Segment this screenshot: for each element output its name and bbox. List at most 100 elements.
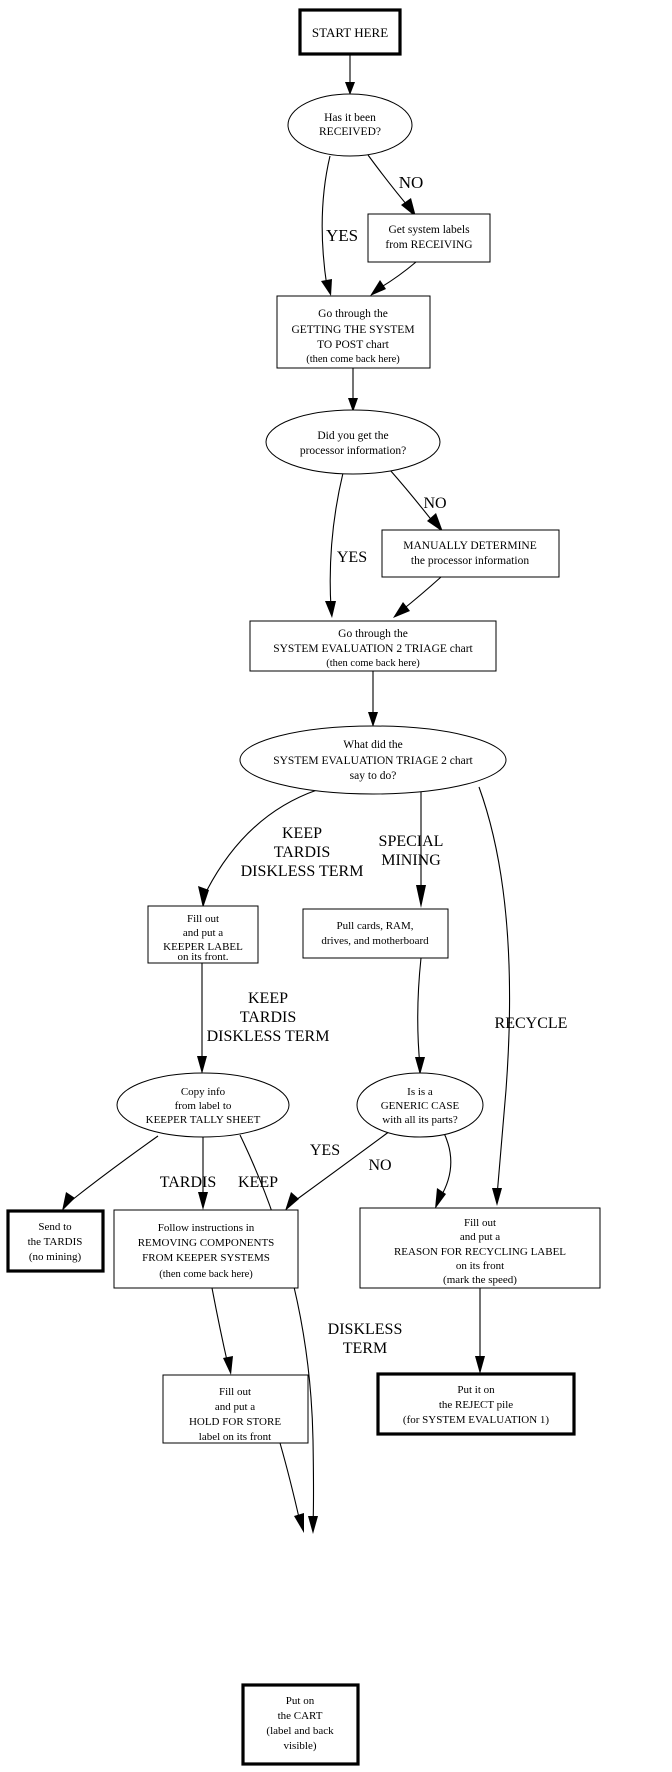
node-keeper-label-shape xyxy=(147,905,259,964)
node-received-question-shape xyxy=(287,93,413,157)
node-removing-components-line-3: (then come back here) xyxy=(159,1269,253,1280)
node-sys-eval-2-shape xyxy=(249,620,497,672)
edges-layer xyxy=(62,54,511,1534)
node-start-line-0: START HERE xyxy=(312,25,388,40)
node-keeper-label-line-0: Fill out xyxy=(187,913,219,925)
arrowhead-post-to-processor xyxy=(348,398,358,412)
node-sys-eval-2[interactable]: Go through the SYSTEM EVALUATION 2 TRIAG… xyxy=(249,620,497,672)
node-recycling-label[interactable]: Fill out and put a REASON FOR RECYCLING … xyxy=(359,1207,601,1289)
node-put-on-cart-shape xyxy=(241,1683,360,1766)
arrowhead-hold-to-cart xyxy=(294,1513,304,1533)
edge-pullparts-to-generic xyxy=(417,957,422,1067)
node-removing-components-line-1: REMOVING COMPONENTS xyxy=(138,1237,275,1249)
edge-received-yes xyxy=(321,155,331,288)
arrowhead-triage-to-pullparts xyxy=(416,885,426,908)
arrowhead-triage-recycle xyxy=(492,1188,502,1206)
arrowhead-received-yes xyxy=(321,279,332,296)
arrowhead-pullparts-to-generic xyxy=(415,1057,425,1075)
node-triage-question[interactable]: What did the SYSTEM EVALUATION TRIAGE 2 … xyxy=(239,725,507,795)
node-keeper-label-line-1: and put a xyxy=(183,927,223,939)
node-get-labels-shape xyxy=(367,213,491,263)
node-hold-for-store[interactable]: Fill out and put a HOLD FOR STORE label … xyxy=(162,1374,309,1444)
node-removing-components[interactable]: Follow instructions in REMOVING COMPONEN… xyxy=(113,1209,299,1289)
node-reject-pile[interactable]: Put it on the REJECT pile (for SYSTEM EV… xyxy=(376,1372,576,1436)
node-triage-question-line-2: say to do? xyxy=(350,770,397,782)
arrowhead-getlabels-to-post xyxy=(370,280,386,296)
arrowhead-removing-to-hold xyxy=(223,1356,233,1375)
edge-label-processor-no: NO xyxy=(423,495,446,512)
node-getting-to-post-shape xyxy=(276,295,431,369)
edge-label-keep2-line-1: TARDIS xyxy=(240,1009,297,1026)
edge-label-generic-yes: YES xyxy=(310,1142,340,1159)
edge-label-triage-keep-line-0: KEEP xyxy=(282,825,322,842)
node-triage-question-line-1: SYSTEM EVALUATION TRIAGE 2 chart xyxy=(273,755,473,767)
node-pull-parts-line-1: drives, and motherboard xyxy=(321,935,429,947)
edge-label-tally-tardis: TARDIS xyxy=(160,1174,217,1191)
arrowhead-tally-tardis xyxy=(62,1192,75,1211)
node-processor-question-shape xyxy=(265,409,441,475)
edge-label-special-mining-line-1: MINING xyxy=(381,852,441,869)
node-manually-determine[interactable]: MANUALLY DETERMINE the processor informa… xyxy=(381,529,560,578)
arrowhead-triage-to-keeper xyxy=(198,886,209,908)
node-pull-parts-shape xyxy=(302,908,449,959)
edge-getlabels-to-post xyxy=(377,261,417,290)
node-pull-parts[interactable]: Pull cards, RAM, drives, and motherboard xyxy=(302,908,449,959)
edge-label-keep2-line-2: DISKLESS TERM xyxy=(207,1028,330,1045)
node-triage-question-shape xyxy=(239,725,507,795)
node-processor-question[interactable]: Did you get the processor information? xyxy=(265,409,441,475)
node-recycling-label-line-0: Fill out xyxy=(464,1217,496,1229)
node-generic-case-question-shape xyxy=(356,1072,484,1138)
arrowhead-tally-diskless xyxy=(308,1516,318,1534)
node-received-question-line-1: RECEIVED? xyxy=(319,126,381,138)
node-hold-for-store-line-3: label on its front xyxy=(199,1431,271,1443)
edge-hold-to-cart xyxy=(279,1442,301,1523)
edge-label-recycle: RECYCLE xyxy=(495,1015,568,1032)
edge-label-diskless-line-1: TERM xyxy=(343,1340,387,1357)
arrowhead-manually-to-syseval xyxy=(393,602,410,618)
node-received-question[interactable]: Has it been RECEIVED? xyxy=(287,93,413,157)
node-sys-eval-2-line-2: (then come back here) xyxy=(326,658,420,669)
node-processor-question-line-1: processor information? xyxy=(300,445,406,457)
arrowhead-start-to-received xyxy=(345,82,355,95)
node-getting-to-post-line-3: (then come back here) xyxy=(306,354,400,365)
node-hold-for-store-line-2: HOLD FOR STORE xyxy=(189,1416,281,1428)
node-tally-sheet[interactable]: Copy info from label to KEEPER TALLY SHE… xyxy=(116,1072,290,1138)
arrowhead-recycle-to-reject xyxy=(475,1356,485,1374)
node-recycling-label-line-2: REASON FOR RECYCLING LABEL xyxy=(394,1246,566,1258)
node-get-labels[interactable]: Get system labels from RECEIVING xyxy=(367,213,491,263)
node-triage-question-line-0: What did the xyxy=(343,739,402,751)
node-put-on-cart[interactable]: Put on the CART (label and back visible) xyxy=(241,1683,360,1766)
node-tally-sheet-line-1: from label to xyxy=(175,1100,232,1112)
edge-tally-diskless xyxy=(239,1134,315,1526)
arrowhead-processor-yes xyxy=(325,601,336,618)
edge-label-generic-no: NO xyxy=(368,1157,391,1174)
node-send-tardis-line-2: (no mining) xyxy=(29,1251,82,1263)
node-getting-to-post[interactable]: Go through the GETTING THE SYSTEM TO POS… xyxy=(276,295,431,369)
node-start-shape xyxy=(298,8,402,56)
node-generic-case-question-line-0: Is is a xyxy=(407,1086,433,1098)
node-put-on-cart-line-3: visible) xyxy=(284,1740,317,1752)
node-manually-determine-line-0: MANUALLY DETERMINE xyxy=(403,540,537,552)
node-reject-pile-shape xyxy=(376,1372,576,1436)
node-generic-case-question[interactable]: Is is a GENERIC CASE with all its parts? xyxy=(356,1072,484,1138)
node-send-tardis-line-1: the TARDIS xyxy=(28,1236,83,1248)
node-send-tardis[interactable]: Send to the TARDIS (no mining) xyxy=(6,1209,105,1273)
edge-label-diskless-line-0: DISKLESS xyxy=(328,1321,403,1338)
node-removing-components-line-2: FROM KEEPER SYSTEMS xyxy=(142,1252,270,1264)
edge-label-processor-yes: YES xyxy=(337,549,367,566)
node-tally-sheet-line-0: Copy info xyxy=(181,1086,226,1098)
node-keeper-label-line-2: KEEPER LABEL xyxy=(163,941,243,953)
node-tally-sheet-shape xyxy=(116,1072,290,1138)
node-generic-case-question-line-1: GENERIC CASE xyxy=(381,1100,460,1112)
node-get-labels-line-0: Get system labels xyxy=(388,224,470,236)
node-keeper-label[interactable]: Fill out and put a KEEPER LABEL on its f… xyxy=(147,905,259,964)
node-hold-for-store-line-0: Fill out xyxy=(219,1386,251,1398)
edge-removing-to-hold xyxy=(211,1287,229,1366)
arrowhead-generic-yes xyxy=(285,1192,299,1211)
node-removing-components-shape xyxy=(113,1209,299,1289)
arrowhead-processor-no xyxy=(427,513,443,532)
node-start[interactable]: START HERE xyxy=(298,8,402,56)
edge-labels-layer: NO YES NO YES KEEP TARDIS DISKLESS TERM … xyxy=(160,173,568,1357)
